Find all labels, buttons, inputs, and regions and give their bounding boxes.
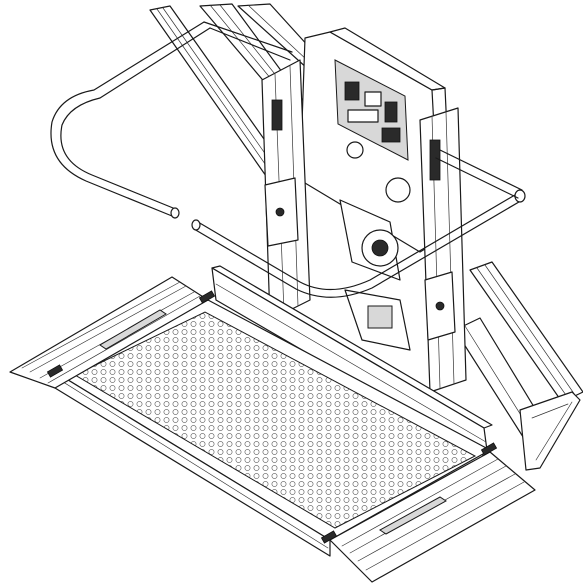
carriage-housing [261, 27, 467, 393]
guide-rail-lower [454, 261, 583, 471]
barrier-arm-lower [191, 149, 526, 298]
platform-rear-barrier [211, 265, 493, 459]
ramp-left [9, 276, 209, 389]
ramp-right [329, 451, 536, 583]
barrier-arm-upper [50, 21, 293, 219]
ramp-hinges [46, 290, 498, 544]
platform-deck [54, 299, 491, 557]
